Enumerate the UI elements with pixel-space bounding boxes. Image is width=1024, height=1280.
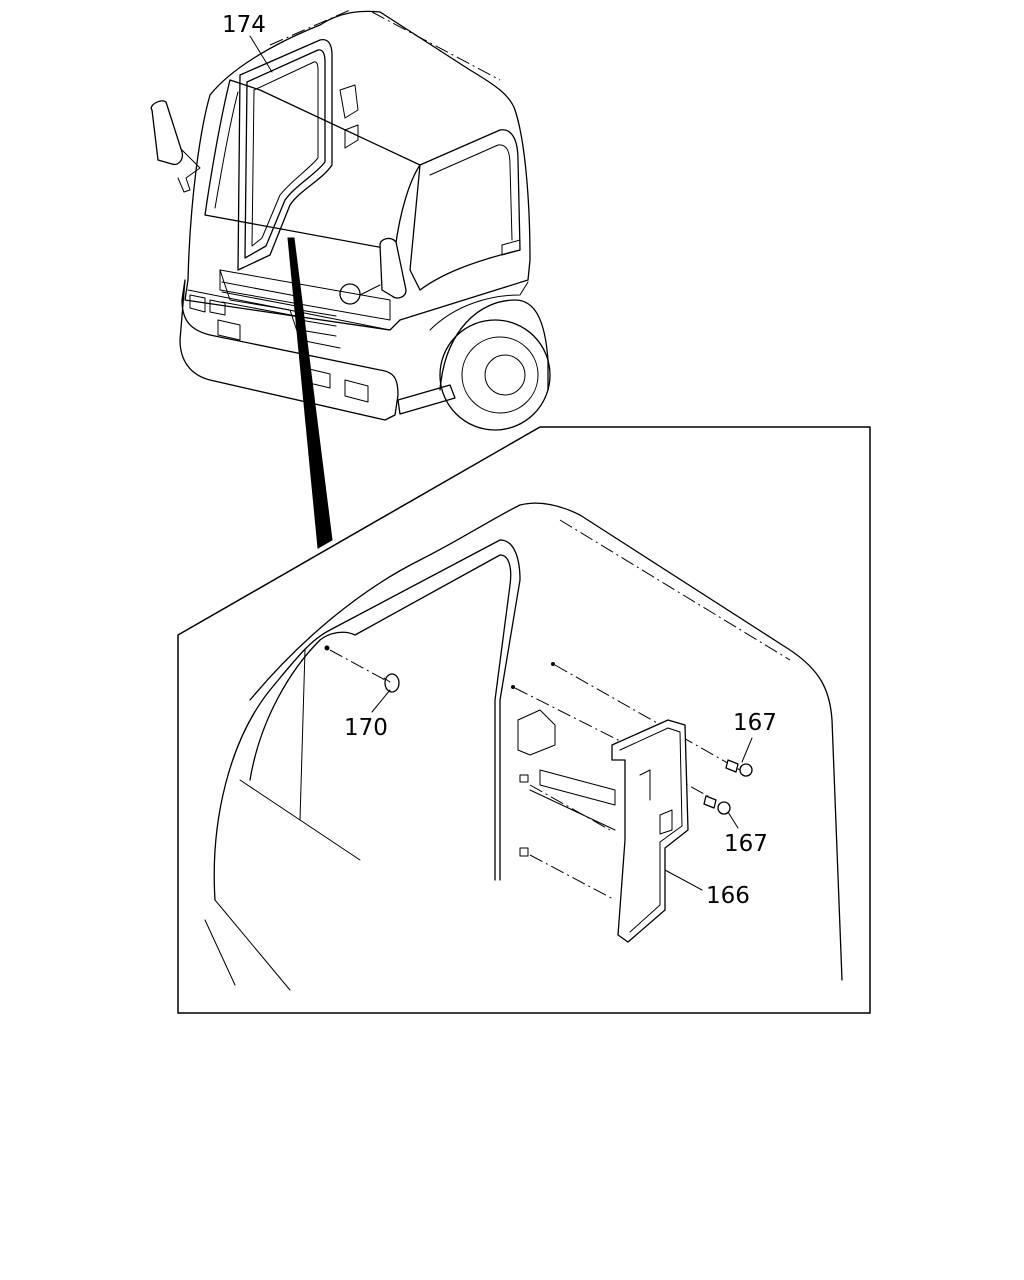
door-weatherstrip-174 xyxy=(237,38,333,271)
callout-166: 166 xyxy=(706,883,750,909)
headlight-left xyxy=(189,294,206,313)
left-mirror xyxy=(150,100,184,166)
door-handle xyxy=(501,239,521,256)
trim-mount-plate xyxy=(517,709,556,756)
truck-cab-illustration xyxy=(150,9,551,431)
leader-166 xyxy=(664,869,703,891)
cab-side-panel xyxy=(399,109,531,321)
wheel-arch xyxy=(439,299,549,391)
door-opening-outline xyxy=(213,539,521,901)
leader-167-lower xyxy=(727,811,739,829)
cab-step xyxy=(397,384,456,415)
fog-light-left xyxy=(217,319,241,341)
cab-side-window xyxy=(409,129,521,291)
detail-view-frame xyxy=(177,426,871,1014)
clip-170 xyxy=(384,673,400,693)
cab-roof-outline xyxy=(209,10,516,111)
headlight-right xyxy=(344,379,369,403)
cab-roof-centerline xyxy=(269,9,501,81)
front-wheel xyxy=(439,319,551,431)
leader-170 xyxy=(371,689,391,713)
leader-174 xyxy=(249,35,273,73)
door-glass-edge xyxy=(214,649,361,991)
callout-167-upper: 167 xyxy=(733,710,777,736)
interior-roof-outline xyxy=(249,502,843,981)
cab-front-face xyxy=(184,94,401,331)
right-mirror xyxy=(379,237,407,299)
callout-167-lower: 167 xyxy=(724,831,768,857)
leader-167-upper xyxy=(741,737,753,763)
screw-167-upper xyxy=(725,759,753,777)
detail-leader-arrow xyxy=(287,237,333,549)
cab-interior-detail xyxy=(204,502,843,991)
pillar-trim-166 xyxy=(611,719,689,943)
screw-167-lower xyxy=(703,795,731,815)
callout-174: 174 xyxy=(222,12,266,38)
front-bumper xyxy=(179,279,399,421)
callout-170: 170 xyxy=(344,715,388,741)
windshield xyxy=(204,79,421,251)
